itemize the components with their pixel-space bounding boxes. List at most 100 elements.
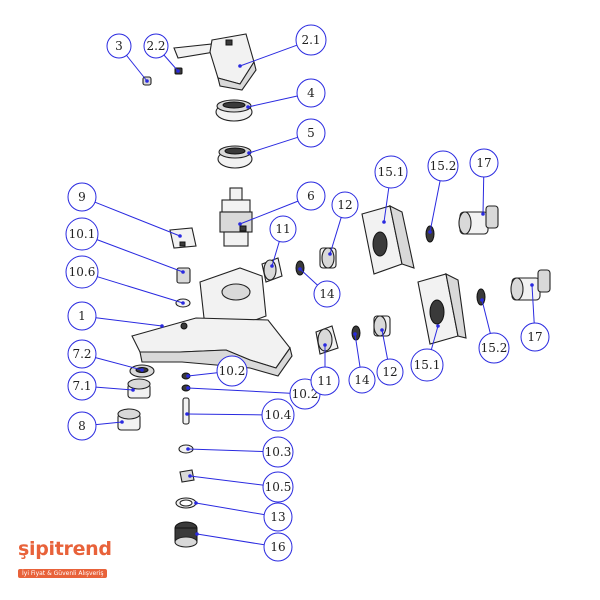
part-number-label: 4	[307, 86, 315, 100]
leader-lines	[94, 44, 535, 546]
part-balloon	[295, 24, 327, 56]
part-number-label: 12	[382, 365, 397, 379]
part-15-2-washer-lower	[476, 288, 486, 306]
leader-line	[163, 54, 179, 72]
part-balloon	[348, 366, 376, 394]
leader-line	[239, 200, 299, 225]
part-number-label: 2.2	[146, 39, 165, 53]
part-number-label: 15.1	[414, 358, 441, 372]
part-balloon	[261, 398, 295, 432]
leader-line	[531, 284, 535, 324]
leader-dot	[480, 298, 484, 302]
leader-line	[430, 325, 439, 350]
part-balloon	[263, 532, 293, 562]
part-balloon	[376, 358, 404, 386]
part-number-label: 10.4	[265, 408, 292, 422]
leader-dot	[353, 332, 357, 336]
leader-dot	[481, 212, 485, 216]
part-balloon	[296, 118, 326, 148]
part-number-label: 17	[527, 330, 542, 344]
part-balloon	[410, 348, 444, 382]
part-number-label: 10.2	[292, 387, 319, 401]
part-number-label: 10.1	[69, 227, 96, 241]
brand-logo: şipitrend İyi Fiyat & Güvenli Alışveriş	[18, 538, 128, 579]
leader-line	[329, 217, 342, 255]
leader-dot	[247, 151, 251, 155]
leader-dot	[181, 301, 185, 305]
leader-line	[429, 180, 441, 233]
leader-dot	[428, 230, 432, 234]
part-balloon	[296, 78, 326, 108]
part-balloon	[296, 181, 326, 211]
leader-line	[381, 329, 389, 360]
part-12-fitting-upper	[319, 247, 337, 269]
leader-dot	[270, 264, 274, 268]
leader-line	[481, 299, 491, 334]
part-1-body	[131, 267, 293, 377]
part-number-label: 14	[319, 287, 335, 301]
leader-dot	[246, 105, 250, 109]
leader-line	[482, 176, 485, 215]
part-10-1-nut	[176, 267, 191, 284]
leader-dot	[160, 324, 164, 328]
part-15-2-washer-upper	[425, 225, 435, 243]
part-balloon	[143, 33, 169, 59]
leader-line	[97, 276, 184, 304]
leader-dot	[188, 474, 192, 478]
part-7-1-nut	[127, 378, 151, 399]
leader-line	[189, 475, 264, 486]
part-number-label: 7.2	[72, 347, 91, 361]
part-13-ring	[175, 497, 197, 509]
part-10-4-pin	[182, 397, 190, 425]
part-balloon	[67, 301, 97, 331]
part-4-ring	[215, 99, 253, 122]
leader-dot	[176, 69, 180, 73]
part-number-label: 2.1	[301, 33, 320, 47]
leader-line	[195, 502, 265, 516]
leader-dot	[194, 501, 198, 505]
leader-line	[126, 55, 148, 82]
part-number-label: 15.2	[481, 341, 508, 355]
part-number-label: 3	[115, 39, 123, 53]
part-number-label: 7.1	[72, 379, 91, 393]
part-balloon	[427, 150, 459, 182]
part-15-1-flange-lower	[417, 273, 467, 345]
leader-dot	[238, 222, 242, 226]
part-15-1-flange-upper	[361, 205, 415, 275]
part-number-label: 11	[275, 222, 290, 236]
part-number-label: 15.2	[430, 159, 457, 173]
part-number-label: 14	[354, 373, 370, 387]
leader-line	[299, 268, 318, 286]
part-balloon	[67, 371, 97, 401]
leader-dot	[195, 532, 199, 536]
leader-line	[96, 239, 184, 273]
leader-dot	[380, 328, 384, 332]
part-balloon	[67, 339, 97, 369]
leader-dot	[145, 79, 149, 83]
leader-line	[187, 448, 264, 452]
leader-line	[271, 241, 280, 267]
leader-line	[95, 386, 134, 391]
leader-dot	[382, 220, 386, 224]
leader-dot	[178, 234, 182, 238]
part-16-aerator	[174, 521, 198, 548]
part-2-1-lever	[173, 33, 257, 91]
leader-line	[95, 357, 143, 371]
part-number-label: 8	[78, 419, 86, 433]
leader-dot	[140, 368, 144, 372]
leader-line	[354, 333, 361, 368]
part-balloon	[374, 155, 408, 189]
part-11-nut-upper	[261, 257, 283, 283]
leader-line	[383, 187, 390, 223]
leader-dot	[120, 420, 124, 424]
part-number-label: 15.1	[378, 165, 405, 179]
part-balloon	[106, 33, 132, 59]
part-11-nut-lower	[315, 325, 339, 355]
part-balloon	[65, 255, 99, 289]
part-number-label: 10.5	[265, 480, 292, 494]
part-balloon	[269, 215, 297, 243]
part-number-label: 6	[307, 189, 315, 203]
leader-line	[196, 533, 265, 546]
part-number-label: 10.3	[265, 445, 292, 459]
